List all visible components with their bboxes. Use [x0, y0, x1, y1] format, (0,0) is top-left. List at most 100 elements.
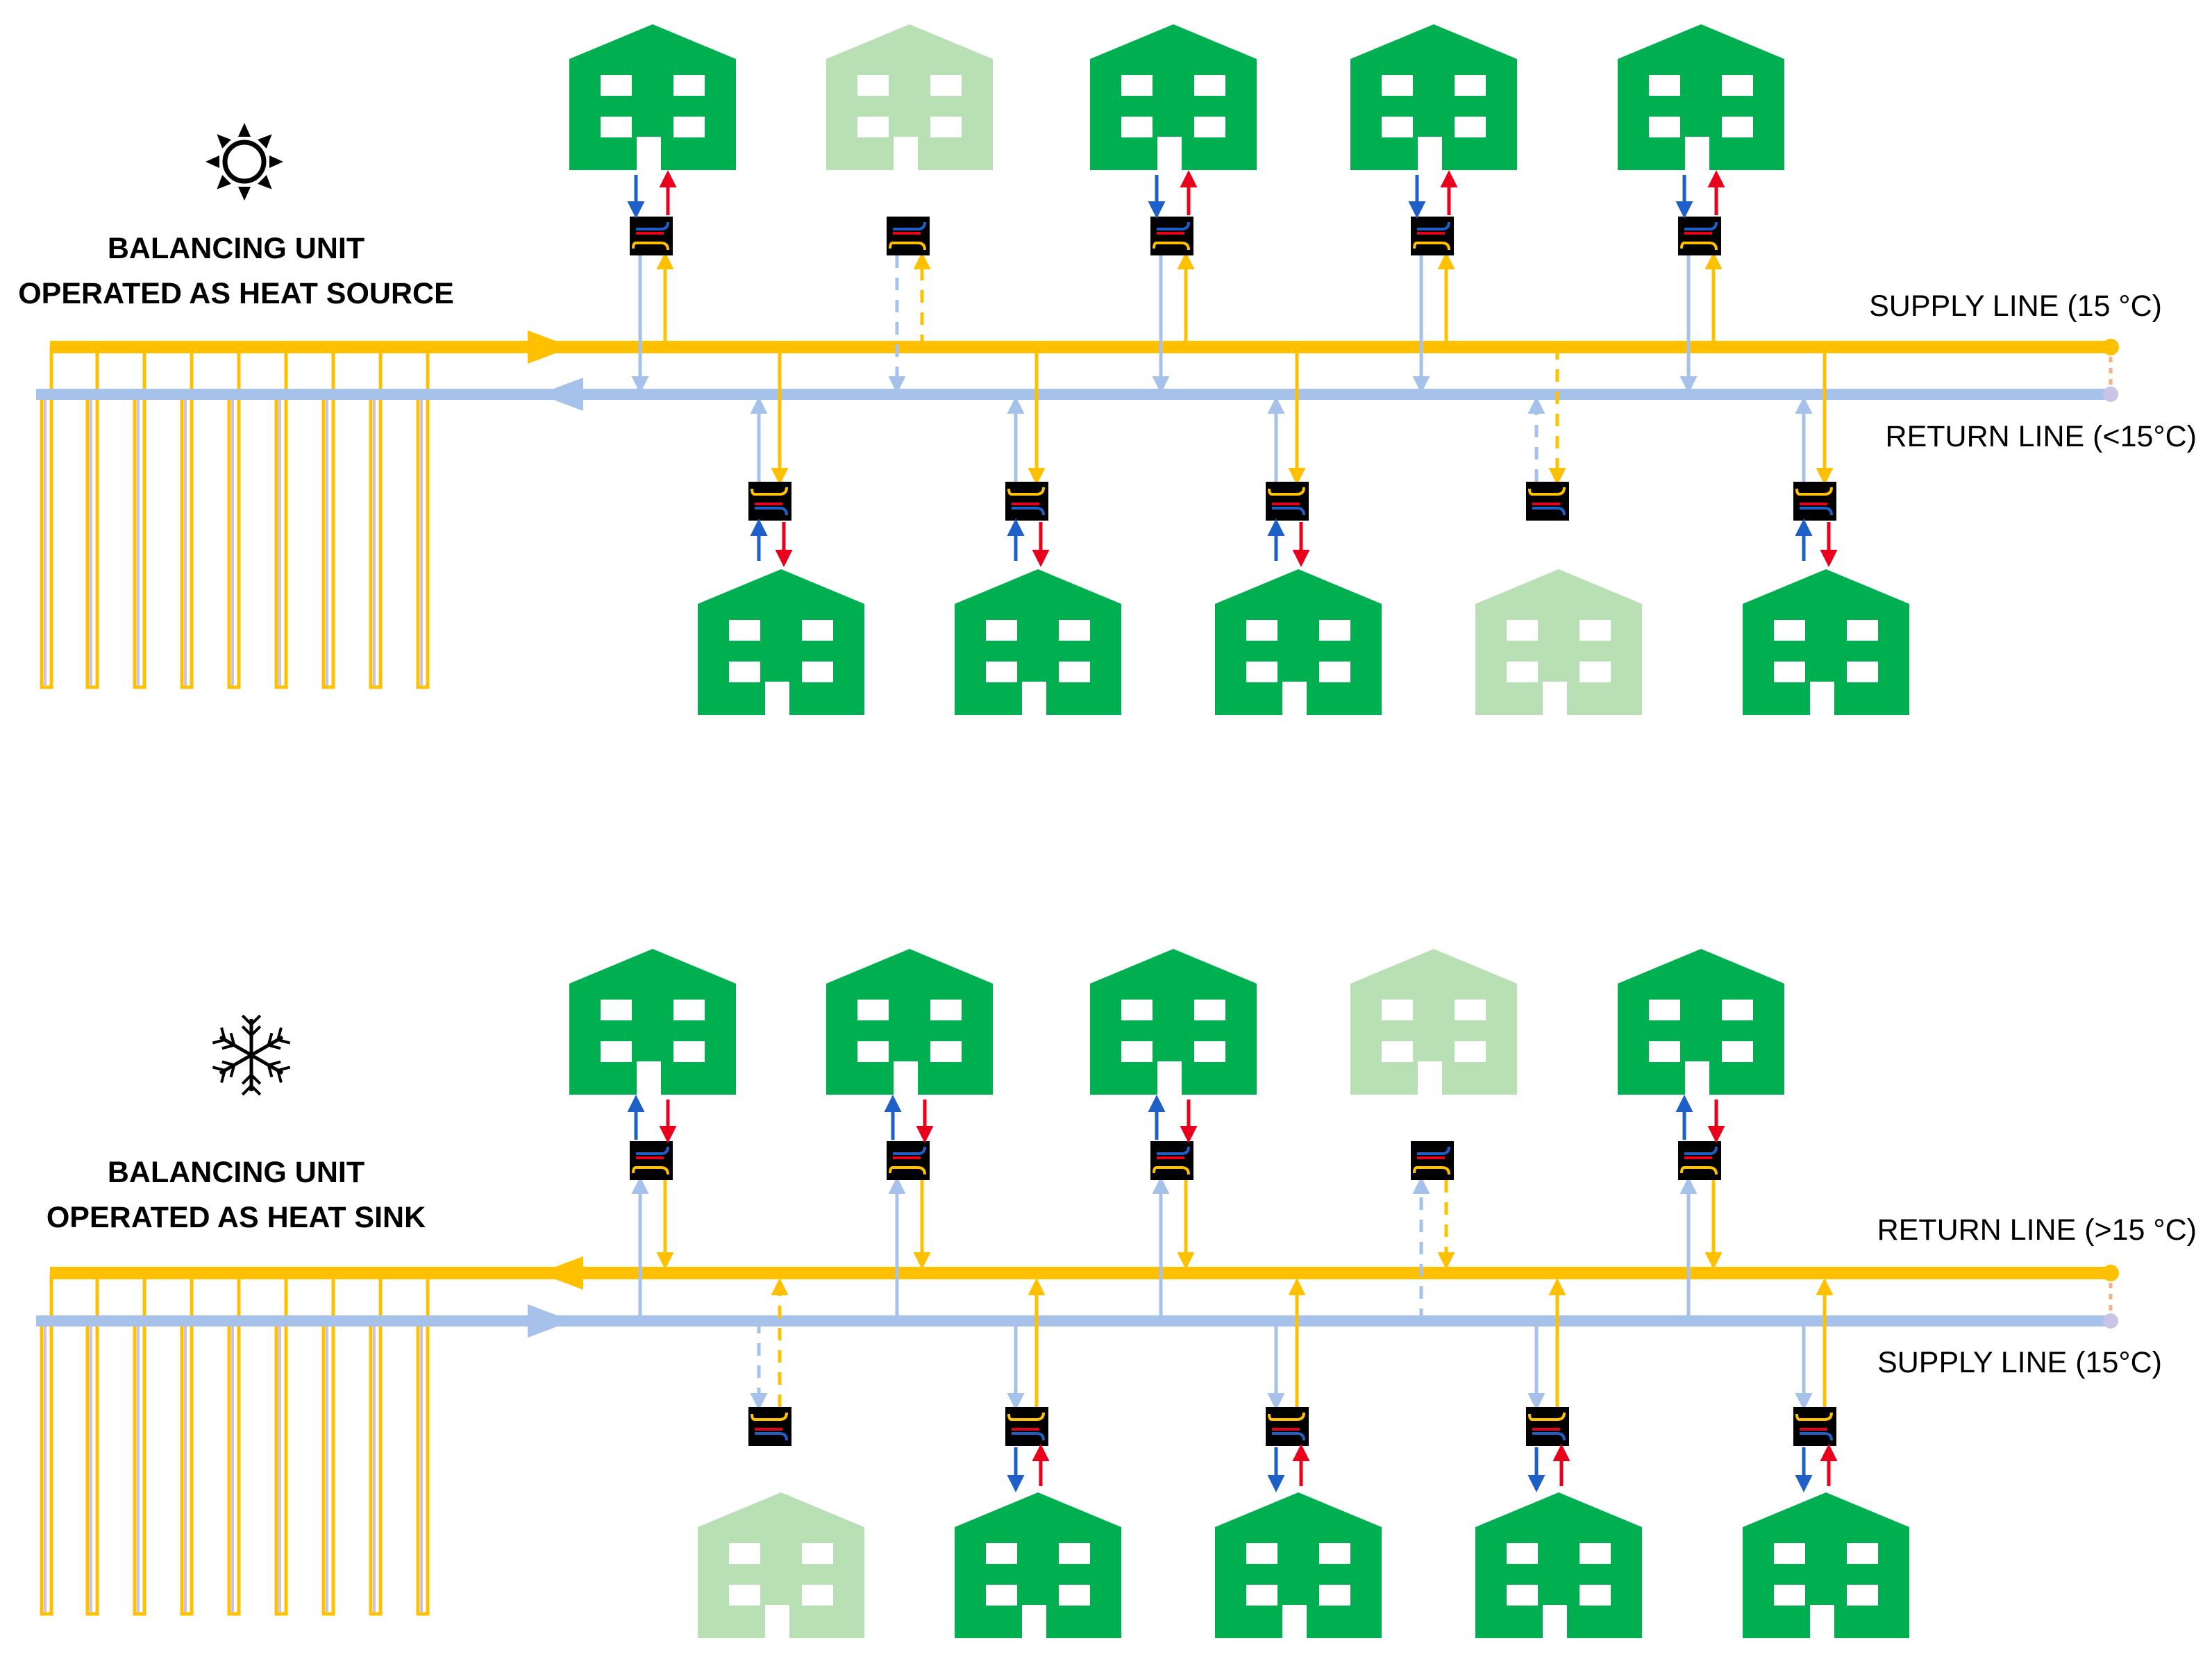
heat-exchanger-box	[748, 1407, 791, 1446]
window	[1649, 75, 1680, 96]
snowflake-branch	[276, 1070, 283, 1084]
borehole-pipe	[180, 347, 194, 689]
borehole-pipe	[227, 1273, 241, 1616]
borehole-pipe	[85, 347, 99, 689]
window	[1059, 620, 1090, 641]
building-body	[1475, 1492, 1642, 1638]
building	[1743, 569, 1909, 715]
sun-ray	[238, 187, 251, 201]
window	[1121, 1041, 1153, 1062]
window	[857, 1041, 889, 1062]
building	[1475, 1492, 1642, 1638]
window	[601, 1000, 632, 1020]
borehole-pipe	[133, 1273, 146, 1616]
heat-exchanger-box	[1150, 217, 1193, 255]
hx-coil	[1007, 488, 1012, 496]
building-body	[569, 949, 736, 1095]
building	[1743, 1492, 1909, 1638]
window	[857, 117, 889, 137]
hx-coil	[889, 1166, 894, 1174]
window	[1774, 662, 1805, 682]
hx-coil	[1532, 1412, 1566, 1421]
snowflake-branch	[267, 1032, 274, 1046]
snowflake-branch	[229, 1032, 236, 1046]
heat-exchanger-box	[1266, 482, 1309, 521]
borehole-pipe	[133, 347, 146, 689]
hx-coil	[1795, 1413, 1800, 1421]
window	[857, 1000, 889, 1020]
buildings-bottom	[698, 569, 1909, 715]
hx-coil	[893, 242, 926, 251]
borehole-pipe	[416, 347, 430, 689]
heat-exchanger-box	[1793, 482, 1836, 521]
window	[1059, 1543, 1090, 1564]
window	[1455, 75, 1486, 96]
building	[955, 569, 1121, 715]
borehole-pipe	[274, 347, 288, 689]
buildings-top	[569, 949, 1784, 1095]
snowflake-branch	[250, 1014, 262, 1026]
borehole-pipe	[40, 347, 53, 689]
heat-exchanger	[748, 482, 791, 521]
balancing-unit-label-line2: OPERATED AS HEAT SOURCE	[18, 277, 454, 310]
snowflake-branch	[277, 1066, 291, 1072]
hx-coil	[1272, 1412, 1305, 1421]
heat-exchanger-box	[1526, 1407, 1569, 1446]
window	[1319, 1585, 1350, 1606]
building	[1350, 24, 1517, 170]
snowflake-branch	[241, 1014, 253, 1026]
window	[729, 1585, 760, 1606]
heat-exchanger-box	[1526, 482, 1569, 521]
window	[1774, 620, 1805, 641]
substations	[627, 170, 1838, 567]
heat-exchanger-box	[1411, 217, 1454, 255]
hx-coil	[1012, 507, 1045, 516]
building-body	[826, 949, 993, 1095]
window	[986, 662, 1017, 682]
window	[1455, 1041, 1486, 1062]
hx-coil	[1684, 221, 1718, 230]
building-body	[1350, 24, 1517, 170]
heat-exchanger-box	[1005, 1407, 1048, 1446]
building	[826, 949, 993, 1095]
hx-coil	[1268, 1413, 1273, 1421]
borehole	[274, 1273, 288, 1616]
window	[673, 75, 705, 96]
hx-coil	[1417, 1166, 1450, 1175]
hx-coil	[1157, 242, 1190, 251]
hx-coil	[1680, 242, 1685, 249]
hx-coil	[1012, 1432, 1045, 1441]
window	[986, 1585, 1017, 1606]
window	[1319, 662, 1350, 682]
window	[1847, 662, 1878, 682]
building-body	[698, 569, 864, 715]
heat-exchanger-box	[630, 1141, 673, 1180]
building-body	[1618, 24, 1784, 170]
building	[698, 569, 864, 715]
window	[1455, 117, 1486, 137]
hx-coil	[1680, 1166, 1685, 1174]
building	[1618, 949, 1784, 1095]
hx-coil	[1012, 1412, 1045, 1421]
hx-coil	[1272, 487, 1305, 496]
window	[1649, 1000, 1680, 1020]
window	[1246, 620, 1277, 641]
window	[1774, 1543, 1805, 1564]
heat-exchanger-box	[630, 217, 673, 255]
snowflake-branch	[241, 1084, 253, 1096]
hx-coil	[1800, 487, 1833, 496]
building	[955, 1492, 1121, 1638]
window	[1847, 620, 1878, 641]
snowflake-branch	[221, 1060, 235, 1067]
snowflake-branch	[220, 1027, 226, 1041]
hx-coil	[889, 242, 894, 249]
building-inactive	[1475, 569, 1642, 715]
hx-coil	[1012, 487, 1045, 496]
window	[1121, 1000, 1153, 1020]
hx-coil	[1684, 1166, 1718, 1175]
hx-coil	[755, 487, 788, 496]
hx-coil	[1413, 1166, 1418, 1174]
window	[1194, 75, 1225, 96]
sun-icon	[206, 123, 283, 201]
